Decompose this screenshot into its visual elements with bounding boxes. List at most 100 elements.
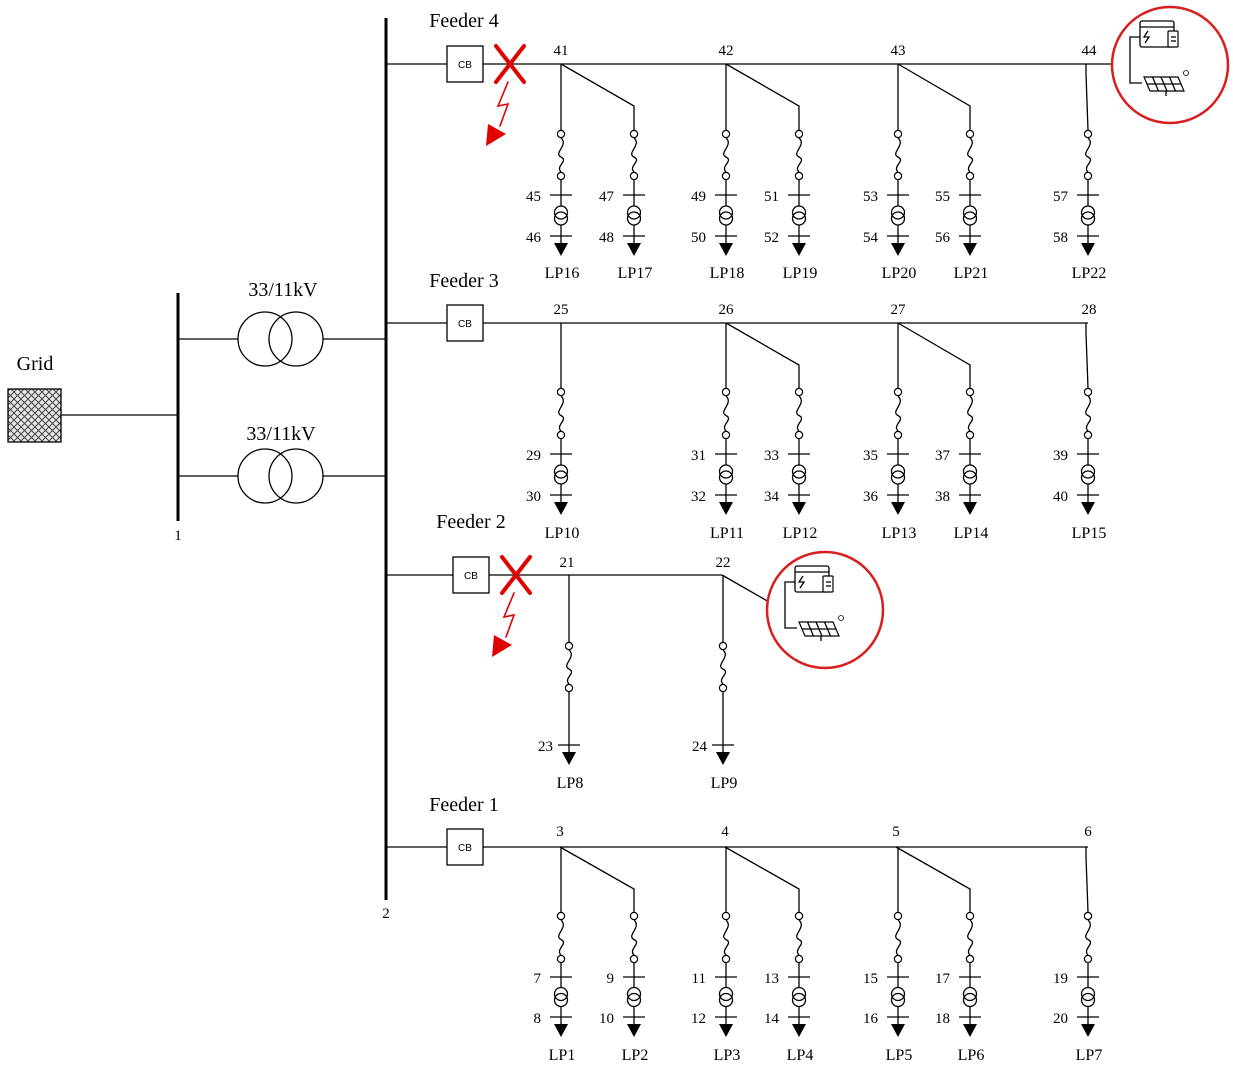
bus-number: 38 <box>935 489 950 505</box>
node-number: 5 <box>892 824 900 840</box>
load-arrow-icon <box>792 502 806 515</box>
load-point-label: LP21 <box>954 265 989 282</box>
fuse-element <box>558 137 565 173</box>
fuse-element <box>796 395 803 432</box>
fuse-terminal <box>893 387 903 397</box>
node-number: 44 <box>1082 43 1098 59</box>
node-number: 28 <box>1082 302 1097 318</box>
distribution-transformer <box>962 454 978 495</box>
fuse-element <box>967 395 974 432</box>
distribution-transformer <box>791 454 807 495</box>
transformer-1: 33/11kV <box>178 279 386 367</box>
load-arrow-icon <box>719 243 733 256</box>
bus-number: 30 <box>526 489 541 505</box>
hv-bus-number: 1 <box>174 528 182 544</box>
fuse-terminal <box>556 171 566 181</box>
fault-icon <box>492 555 532 657</box>
mv-bus-number: 2 <box>382 906 390 922</box>
distribution-transformer <box>962 977 978 1017</box>
der-unit <box>721 550 885 670</box>
fuse-terminal <box>965 129 975 139</box>
fuse-terminal <box>794 171 804 181</box>
bus-number: 54 <box>863 230 879 246</box>
bus-number: 39 <box>1053 448 1068 464</box>
fuse-terminal <box>893 911 903 921</box>
distribution-transformer <box>1080 454 1096 495</box>
bus-number: 36 <box>863 489 879 505</box>
fuse-terminal <box>965 911 975 921</box>
load-arrow-icon <box>963 1024 977 1037</box>
fuse-terminal <box>629 129 639 139</box>
distribution-transformer <box>791 195 807 236</box>
load-arrow-icon <box>963 243 977 256</box>
distribution-transformer <box>1080 195 1096 236</box>
fuse-element <box>1085 137 1092 173</box>
bus-number: 57 <box>1053 189 1069 205</box>
fuse-element <box>631 919 638 956</box>
fuse-element <box>723 919 730 956</box>
load-arrow-icon <box>1081 243 1095 256</box>
feeder-title: Feeder 2 <box>436 511 505 533</box>
load-arrow-icon <box>627 243 641 256</box>
fuse-terminal <box>794 430 804 440</box>
fuse-terminal <box>893 430 903 440</box>
fuse-terminal <box>965 954 975 964</box>
fuse-element <box>720 649 727 685</box>
fuse-terminal <box>564 641 574 651</box>
load-point-label: LP10 <box>545 525 580 542</box>
fuse-terminal <box>721 430 731 440</box>
load-point-label: LP2 <box>622 1047 649 1064</box>
bus-number: 55 <box>935 189 950 205</box>
load-arrow-icon <box>554 502 568 515</box>
bus-number: 45 <box>526 189 541 205</box>
fuse-element <box>1085 919 1092 956</box>
circuit-breaker-label: CB <box>458 319 472 330</box>
load-arrow-icon <box>719 502 733 515</box>
fuse-terminal <box>564 683 574 693</box>
fuse-terminal <box>1083 911 1093 921</box>
node-number: 27 <box>891 302 907 318</box>
circuit-breaker: CB <box>452 556 490 594</box>
distribution-transformer <box>626 977 642 1017</box>
fuse-terminal <box>556 387 566 397</box>
bus-number: 8 <box>534 1011 542 1027</box>
load-point-label: LP16 <box>545 265 580 282</box>
bus-number: 18 <box>935 1011 950 1027</box>
bus-number: 31 <box>691 448 706 464</box>
circuit-breaker: CB <box>446 45 484 83</box>
fuse-element <box>796 919 803 956</box>
load-point-label: LP9 <box>711 775 738 792</box>
distribution-transformer <box>791 977 807 1017</box>
load-point-label: LP22 <box>1072 265 1107 282</box>
grid-source: Grid <box>7 353 178 443</box>
bus-number: 52 <box>764 230 779 246</box>
load-arrow-icon <box>792 1024 806 1037</box>
fuse-terminal <box>794 911 804 921</box>
fuse-terminal <box>718 641 728 651</box>
load-point-label: LP15 <box>1072 525 1107 542</box>
fuse-element <box>967 919 974 956</box>
distribution-transformer <box>718 195 734 236</box>
load-point-label: LP7 <box>1076 1047 1103 1064</box>
bus-number: 7 <box>534 971 542 987</box>
bus-number: 47 <box>599 189 615 205</box>
distribution-transformer <box>890 195 906 236</box>
distribution-transformer <box>553 195 569 236</box>
bus-number: 58 <box>1053 230 1068 246</box>
node-number: 41 <box>554 43 569 59</box>
circuit-breaker-label: CB <box>464 571 478 582</box>
fuse-element <box>558 919 565 956</box>
distribution-transformer <box>553 454 569 495</box>
fuse-element <box>967 137 974 173</box>
bus-number: 14 <box>764 1011 780 1027</box>
